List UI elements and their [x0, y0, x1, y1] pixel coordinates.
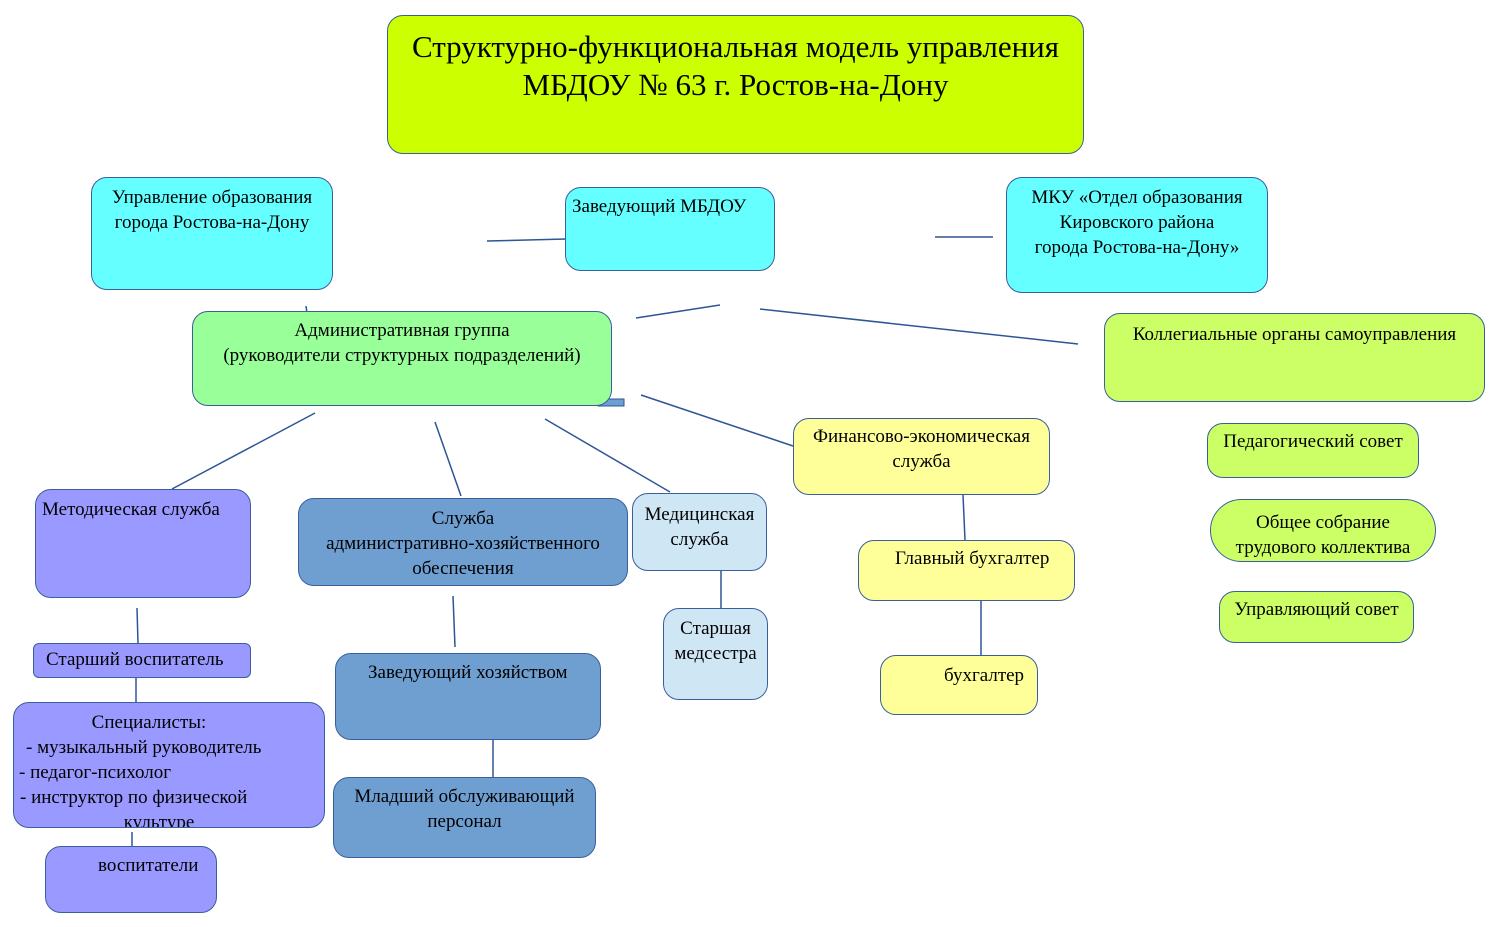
title-line-1: Структурно-функциональная модель управле…	[411, 29, 1060, 64]
connector-admin-ahs	[434, 421, 462, 497]
node-finance-service: Финансово-экономическая служба	[793, 418, 1050, 495]
node-general-meeting: Общее собрание трудового коллектива	[1210, 499, 1436, 562]
connector-finance-chief	[962, 494, 966, 541]
connector-ahs-supply	[452, 595, 456, 648]
node-methodical-service: Методическая служба	[35, 489, 251, 598]
connector-admin-medical	[544, 418, 671, 493]
node-ahs-service: Служба административно-хозяйственного об…	[298, 498, 628, 586]
diagram-title: Структурно-функциональная модель управле…	[387, 15, 1084, 154]
connector-upr-head	[486, 238, 567, 242]
node-specialists: Специалисты: - музыкальный руководитель …	[13, 702, 325, 828]
node-head: Заведующий МБДОУ	[565, 187, 775, 271]
node-managing-council: Управляющий совет	[1219, 591, 1414, 643]
connector-method-senior	[136, 607, 139, 644]
node-senior-teacher: Старший воспитатель	[33, 643, 251, 678]
node-collegial-bodies: Коллегиальные органы самоуправления	[1104, 313, 1485, 402]
title-line-2: МБДОУ № 63 г. Ростов-на-Дону	[522, 67, 949, 102]
connector-head-admin	[635, 304, 721, 319]
node-medical-service: Медицинская служба	[632, 493, 767, 571]
node-mku: МКУ «Отдел образования Кировского района…	[1006, 177, 1268, 293]
connector-head-collegial	[759, 308, 1079, 345]
node-senior-nurse: Старшая медсестра	[663, 608, 768, 700]
node-chief-accountant: Главный бухгалтер	[858, 540, 1075, 601]
node-admin-group: Административная группа (руководители ст…	[192, 311, 612, 406]
node-supply-head: Заведующий хозяйством	[335, 653, 601, 740]
node-teachers: воспитатели	[45, 846, 217, 913]
connector-admin-method	[171, 412, 316, 490]
node-education-department: Управление образования города Ростова-на…	[91, 177, 333, 290]
node-pedagogical-council: Педагогический совет	[1207, 423, 1419, 478]
node-accountant: бухгалтер	[880, 655, 1038, 715]
connector-admin-finance	[640, 394, 794, 447]
node-junior-staff: Младший обслуживающий персонал	[333, 777, 596, 858]
